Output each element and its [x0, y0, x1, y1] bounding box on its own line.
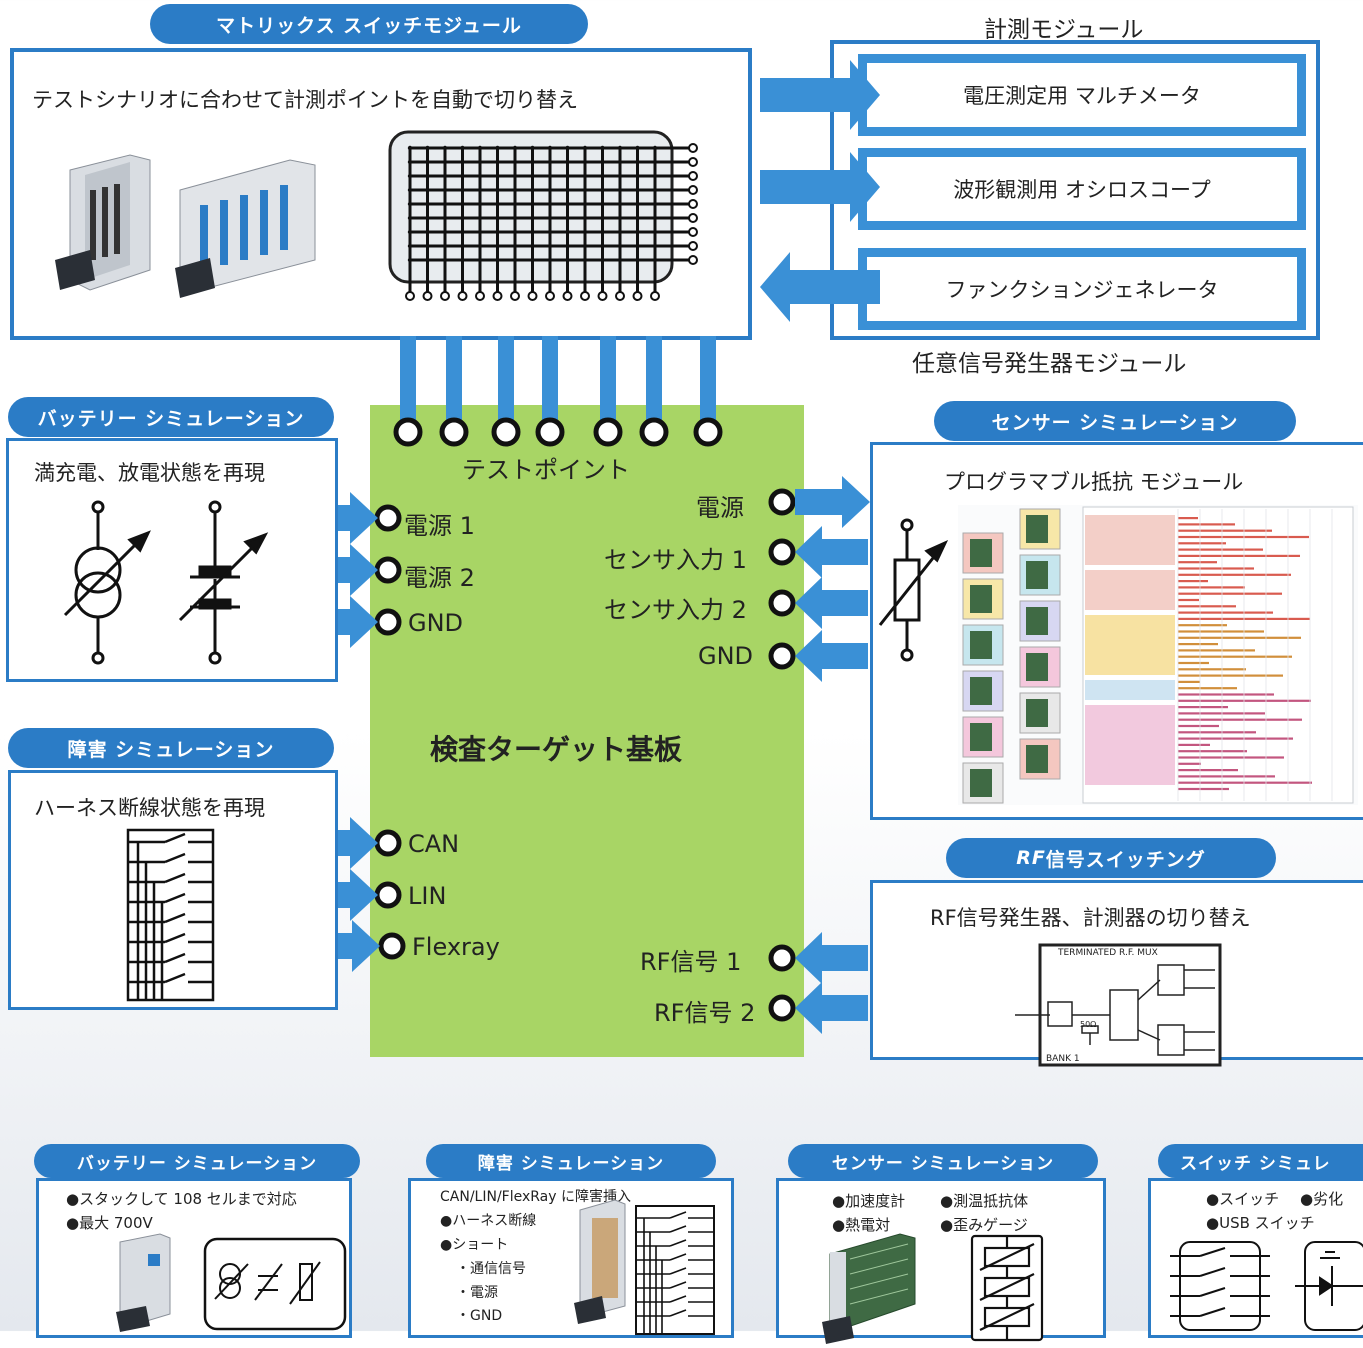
pin-can: CAN: [408, 830, 460, 858]
target-board-title: 検査ターゲット基板: [430, 733, 683, 766]
bottom-switch-line-3: ●USB スイッチ: [1206, 1214, 1315, 1232]
battery-panel: [6, 438, 338, 682]
pin-power-1: 電源 1: [404, 512, 475, 540]
bottom-switch-title: スイッチ シミュレ: [1158, 1144, 1363, 1178]
pin-sensor-in-1: センサ入力 1: [604, 546, 747, 574]
pin-flexray: Flexray: [412, 933, 500, 961]
sensor-desc: プログラマブル抵抗 モジュール: [944, 470, 1244, 494]
function-generator-box: ファンクションジェネレータ: [858, 248, 1306, 330]
resistor-module-chart-image: [958, 505, 1358, 805]
bottom-fault-line-4: ・通信信号: [456, 1261, 526, 1277]
harness-switch-diagram: [126, 828, 215, 1002]
pin-lin: LIN: [408, 882, 447, 910]
pin-rf-1: RF信号 1: [640, 948, 742, 976]
bottom-fault-line-6: ・GND: [456, 1308, 503, 1324]
rf-title-rest: 信号スイッチング: [1045, 848, 1206, 871]
rf-title-prefix: RF: [1016, 847, 1046, 869]
bottom-fault-line-1: CAN/LIN/FlexRay に障害挿入: [440, 1189, 631, 1205]
rf-mux-diagram: [1015, 943, 1222, 1067]
pin-power-2: 電源 2: [404, 564, 475, 592]
rf-bank-label: BANK 1: [1046, 1054, 1080, 1064]
matrix-grid-diagram: [388, 130, 698, 301]
pin-rf-2: RF信号 2: [654, 999, 756, 1027]
bottom-sensor-title: センサー シミュレーション: [788, 1144, 1098, 1178]
bottom-sensor-line-1: ●加速度計: [832, 1192, 906, 1210]
bottom-fault-image: [574, 1199, 715, 1335]
awg-label: 任意信号発生器モジュール: [912, 351, 1187, 377]
pin-gnd-right: GND: [698, 642, 754, 670]
multimeter-box: 電圧測定用 マルチメータ: [858, 54, 1306, 136]
bottom-sensor-image: [822, 1233, 1044, 1344]
battery-title: バッテリー シミュレーション: [8, 397, 334, 437]
bottom-switch-image: [1170, 1241, 1363, 1331]
fault-panel: [8, 770, 338, 1010]
pin-sensor-in-2: センサ入力 2: [604, 596, 747, 624]
matrix-desc: テストシナリオに合わせて計測ポイントを自動で切り替え: [32, 88, 578, 112]
rf-mux-label: TERMINATED R.F. MUX: [1058, 948, 1158, 958]
bottom-fault-line-2: ●ハーネス断線: [440, 1213, 537, 1229]
bottom-sensor-line-2: ●測温抵抗体: [940, 1192, 1029, 1210]
bottom-battery-image: [116, 1233, 347, 1332]
fault-desc: ハーネス断線状態を再現: [34, 796, 265, 820]
oscilloscope-box: 波形観測用 オシロスコープ: [858, 148, 1306, 230]
battery-source-symbol: [63, 500, 269, 665]
bottom-battery-line-1: ●スタックして 108 セルまで対応: [66, 1190, 297, 1208]
bottom-switch-line-2: ●劣化: [1300, 1190, 1344, 1208]
bottom-switch-line-1: ●スイッチ: [1206, 1190, 1280, 1208]
bottom-sensor-line-3: ●熱電対: [832, 1216, 891, 1234]
matrix-to-board-lines: [393, 336, 723, 447]
pxi-chassis-image: [55, 154, 316, 298]
matrix-measure-arrows: [760, 60, 880, 322]
bottom-fault-title: 障害 シミュレーション: [426, 1144, 716, 1178]
bottom-battery-line-2: ●最大 700V: [66, 1214, 153, 1232]
battery-desc: 満充電、放電状態を再現: [34, 461, 265, 485]
bottom-battery-title: バッテリー シミュレーション: [34, 1144, 360, 1178]
fault-title: 障害 シミュレーション: [8, 728, 334, 768]
target-board: [370, 405, 804, 1057]
pin-gnd-left: GND: [408, 609, 464, 637]
measure-label: 計測モジュール: [984, 17, 1144, 43]
bottom-sensor-line-4: ●歪みゲージ: [940, 1216, 1028, 1234]
variable-resistor-symbol: [878, 518, 949, 662]
rf-desc: RF信号発生器、計測器の切り替え: [930, 906, 1251, 930]
rf-res-label: 50Ω: [1080, 1020, 1097, 1029]
sensor-title: センサー シミュレーション: [934, 401, 1296, 441]
matrix-title: マトリックス スイッチモジュール: [150, 4, 588, 44]
pin-power-right: 電源: [696, 494, 744, 522]
bottom-fault-line-5: ・電源: [456, 1285, 498, 1301]
bottom-fault-line-3: ●ショート: [440, 1237, 509, 1253]
rf-title: RF 信号スイッチング: [946, 838, 1276, 878]
testpoint-label: テストポイント: [462, 456, 630, 484]
